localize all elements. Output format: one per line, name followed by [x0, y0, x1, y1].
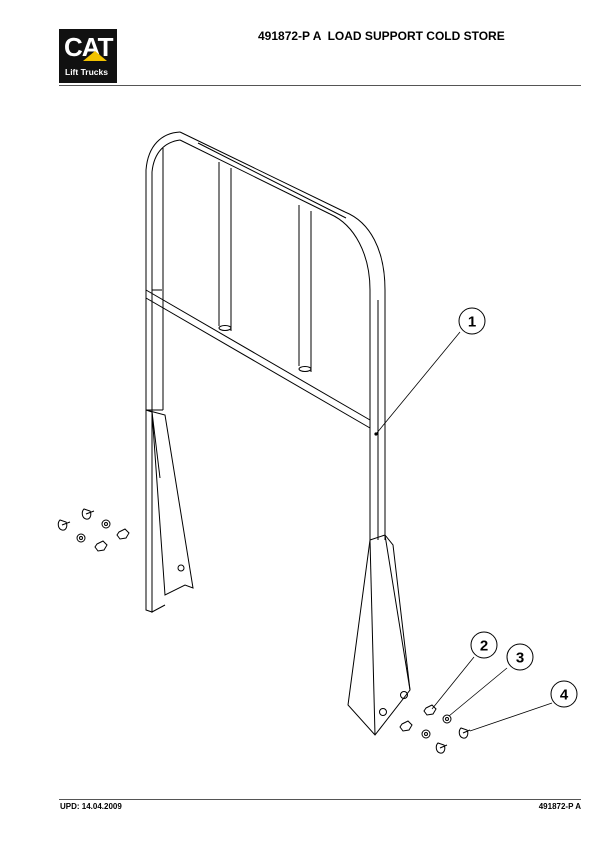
frame-rods	[218, 162, 312, 372]
callout-3-label: 3	[516, 650, 524, 667]
cat-logo: CAT Lift Trucks	[59, 29, 117, 83]
callout-2: 2	[470, 631, 498, 659]
callout-4-label: 4	[560, 687, 569, 704]
frame-left-upright	[145, 131, 194, 613]
footer-rule	[59, 799, 581, 800]
frame-right-bracket	[347, 534, 411, 736]
document-reference: 491872-P A	[538, 802, 581, 811]
callout-1-label: 1	[468, 314, 476, 331]
right-hardware-group	[399, 704, 471, 754]
callout-2-label: 2	[480, 638, 488, 655]
logo-subtitle: Lift Trucks	[65, 67, 108, 77]
callout-3: 3	[506, 643, 534, 671]
callout-4: 4	[550, 680, 578, 708]
header-rule	[59, 85, 581, 86]
update-date: UPD: 14.04.2009	[60, 802, 122, 811]
left-hardware-group	[57, 508, 130, 552]
frame-cross-bar	[145, 289, 371, 429]
leader-lines	[374, 331, 553, 732]
frame-top-rail	[179, 131, 386, 291]
callout-1: 1	[458, 307, 486, 335]
page-title: 491872-P A LOAD SUPPORT COLD STORE	[258, 29, 505, 43]
logo-triangle-icon	[83, 51, 107, 61]
frame-right-upright	[369, 290, 386, 540]
